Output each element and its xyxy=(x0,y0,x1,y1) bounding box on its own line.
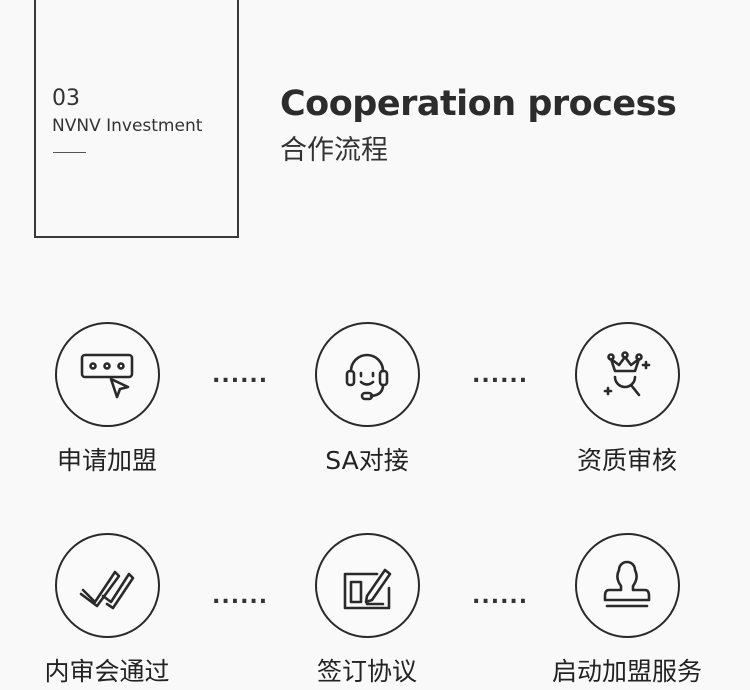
step-label: 启动加盟服务 xyxy=(551,657,702,686)
connector-dots: ...... xyxy=(472,584,529,609)
divider xyxy=(53,152,86,153)
connector-dots: ...... xyxy=(212,363,269,388)
step-label: SA对接 xyxy=(325,446,409,475)
step-label: 内审会通过 xyxy=(44,657,170,686)
stamp-icon xyxy=(574,533,680,638)
step-label: 申请加盟 xyxy=(56,446,157,475)
step-internal-review: 内审会通过 xyxy=(7,533,207,688)
step-sign: 签订协议 xyxy=(267,533,467,688)
double-check-icon xyxy=(54,533,160,638)
page-title: Cooperation process xyxy=(280,84,677,124)
section-number: 03 xyxy=(52,86,80,111)
step-review: 资质审核 xyxy=(527,322,727,477)
headset-icon xyxy=(314,322,420,427)
connector-dots: ...... xyxy=(212,584,269,609)
step-label: 签订协议 xyxy=(316,657,417,686)
step-apply: 申请加盟 xyxy=(7,322,207,477)
sign-document-icon xyxy=(314,533,420,638)
crown-search-icon xyxy=(574,322,680,427)
step-launch: 启动加盟服务 xyxy=(527,533,727,688)
section-frame xyxy=(34,0,239,238)
step-sa: SA对接 xyxy=(267,322,467,477)
step-label: 资质审核 xyxy=(576,446,677,475)
apply-cursor-icon xyxy=(54,322,160,427)
connector-dots: ...... xyxy=(472,363,529,388)
section-subtitle: NVNV Investment xyxy=(52,116,203,136)
page-title-cn: 合作流程 xyxy=(280,135,388,166)
